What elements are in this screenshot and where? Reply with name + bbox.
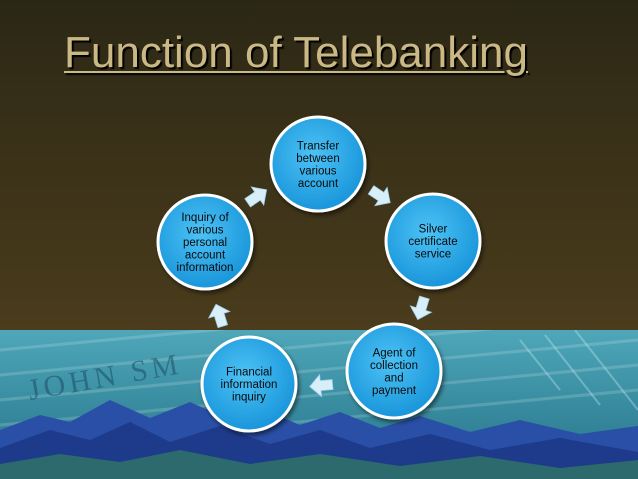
node-label-line: Financial [226, 367, 272, 379]
node-label-line: personal [183, 237, 227, 249]
node-label-line: service [415, 249, 451, 261]
node-label-line: collection [370, 360, 418, 372]
node-label-line: information [177, 262, 234, 274]
node-label-line: Inquiry of [181, 212, 229, 224]
background-landscape: JOHN SM [0, 330, 638, 479]
cycle-arrow-icon [367, 185, 391, 207]
node-label-line: Silver [419, 224, 448, 236]
node-label-line: information [221, 379, 278, 391]
node-label-line: account [185, 250, 226, 262]
node-circle [384, 192, 482, 290]
cycle-arrow-icon [207, 303, 231, 329]
cycle-arrows [207, 185, 433, 398]
node-label-line: certificate [408, 236, 457, 248]
cycle-arrow-icon [409, 295, 433, 321]
slide-title: Function of Telebanking [64, 28, 528, 77]
node-label-line: Agent of [373, 347, 417, 359]
node-label-line: various [299, 165, 336, 177]
node-circle [345, 322, 443, 420]
landscape-graphic: JOHN SM [0, 330, 638, 479]
node-label-line: various [186, 225, 223, 237]
node-circle [156, 193, 254, 291]
node-label-line: Transfer [297, 140, 340, 152]
cycle-node-inquiry: Inquiry ofvariouspersonalaccountinformat… [156, 193, 254, 291]
node-label-line: inquiry [232, 392, 266, 404]
node-label-line: and [384, 372, 403, 384]
node-circle [200, 335, 298, 433]
node-label-line: between [296, 153, 339, 165]
node-label-line: account [298, 178, 339, 190]
cycle-arrow-icon [309, 373, 334, 398]
cycle-nodes: TransferbetweenvariousaccountSilvercerti… [156, 115, 482, 433]
node-label-line: payment [372, 385, 417, 397]
cycle-arrow-icon [244, 186, 268, 208]
node-circle [269, 115, 367, 213]
